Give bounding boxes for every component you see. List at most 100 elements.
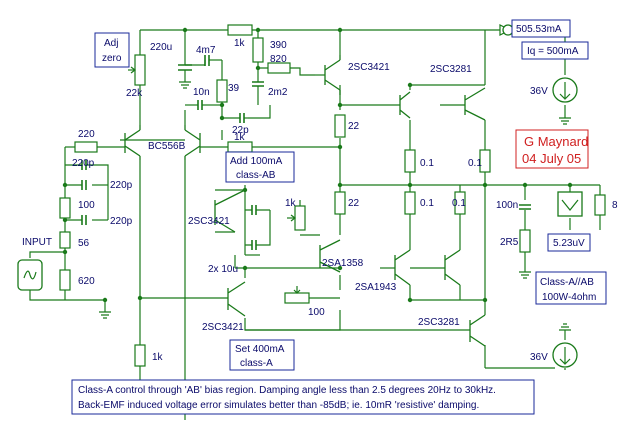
label-36v-bot: 36V bbox=[530, 352, 548, 363]
resistor-01-d bbox=[454, 191, 466, 215]
label-1k-mid: 1k bbox=[234, 132, 246, 143]
label-2sc3421-mid: 2SC3421 bbox=[188, 216, 230, 227]
label-36v-top: 36V bbox=[530, 86, 548, 97]
transistor-2sc3281-top-b bbox=[464, 87, 486, 121]
label-power-rating: 100W-4ohm bbox=[542, 292, 596, 303]
label-add-100ma: Add 100mA bbox=[230, 156, 283, 167]
resistor-2r5 bbox=[519, 229, 531, 253]
label-2sc3281-bot: 2SC3281 bbox=[418, 317, 460, 328]
resistor-220 bbox=[74, 141, 98, 153]
transistor-2sc3281-top-a bbox=[399, 91, 411, 119]
resistor-22-a bbox=[334, 114, 346, 138]
dc-source-top-icon bbox=[552, 77, 578, 103]
label-01-a: 0.1 bbox=[420, 158, 434, 169]
label-1k-pot: 1k bbox=[285, 198, 297, 209]
resistor-22k-pot bbox=[134, 54, 146, 86]
transistor-2sc3281-bot bbox=[245, 314, 486, 347]
dc-source-bottom-icon bbox=[552, 342, 578, 368]
label-2sa1358: 2SA1358 bbox=[322, 258, 364, 269]
ground-icon bbox=[99, 81, 571, 331]
resistor-22-b bbox=[334, 191, 346, 215]
label-class-a: class-A bbox=[240, 358, 273, 369]
label-class-ab: class-AB bbox=[236, 170, 276, 181]
label-01-c: 0.1 bbox=[420, 198, 434, 209]
label-8: 8 bbox=[612, 200, 618, 211]
label-22k: 22k bbox=[126, 88, 143, 99]
label-100-pot: 100 bbox=[308, 307, 325, 318]
label-10n: 10n bbox=[193, 87, 210, 98]
label-1k-top: 1k bbox=[234, 38, 246, 49]
transistor-bc556b-left bbox=[124, 125, 141, 160]
label-2sa1943: 2SA1943 bbox=[355, 282, 397, 293]
label-22-b: 22 bbox=[348, 198, 360, 209]
label-2sc3421-bot: 2SC3421 bbox=[202, 322, 244, 333]
label-class-a-ab: Class-A//AB bbox=[540, 277, 594, 288]
label-820: 820 bbox=[270, 54, 287, 65]
label-22p: 22p bbox=[232, 125, 249, 136]
transistor-2sa1943-a bbox=[394, 249, 411, 286]
ammeter-reading: 505.53mA bbox=[516, 24, 562, 35]
resistor-01-b bbox=[479, 149, 491, 173]
label-input: INPUT bbox=[22, 237, 52, 248]
author-name: G Maynard bbox=[524, 134, 588, 149]
label-56: 56 bbox=[78, 238, 90, 249]
voltmeter-icon bbox=[557, 191, 583, 217]
label-220p-c: 220p bbox=[110, 216, 133, 227]
resistor-820 bbox=[267, 62, 291, 74]
label-01-b: 0.1 bbox=[468, 158, 482, 169]
label-220u: 220u bbox=[150, 42, 172, 53]
label-2x10u: 2x 10u bbox=[208, 264, 238, 275]
annotation-boxes: Adj zero 505.53mA Iq = 500mA Add 100mA c… bbox=[94, 19, 607, 371]
iq-label: Iq = 500mA bbox=[527, 46, 579, 57]
label-2sc3421-top: 2SC3421 bbox=[348, 62, 390, 73]
voltmeter-reading: 5.23uV bbox=[553, 238, 585, 249]
transistor-2sc3421-top bbox=[315, 55, 341, 95]
label-620: 620 bbox=[78, 276, 95, 287]
label-220p-a: 220p bbox=[72, 158, 95, 169]
resistor-56 bbox=[59, 231, 71, 249]
label-set-400ma: Set 400mA bbox=[235, 344, 285, 355]
label-1k-bot: 1k bbox=[152, 352, 164, 363]
component-labels: 22k 220u 4m7 1k 390 820 2SC3421 2SC3281 … bbox=[22, 38, 618, 363]
resistor-1k-mid bbox=[227, 141, 253, 153]
sources bbox=[17, 24, 583, 368]
resistor-390 bbox=[252, 37, 264, 63]
resistor-1k-bot bbox=[134, 344, 146, 367]
ammeter-icon bbox=[499, 24, 514, 36]
label-01-d: 0.1 bbox=[452, 198, 466, 209]
label-2m2: 2m2 bbox=[268, 87, 288, 98]
label-4m7: 4m7 bbox=[196, 45, 216, 56]
label-100: 100 bbox=[78, 200, 95, 211]
label-39: 39 bbox=[228, 83, 240, 94]
input-source-icon bbox=[17, 259, 43, 291]
label-390: 390 bbox=[270, 40, 287, 51]
resistor-01-c bbox=[404, 191, 416, 215]
label-2sc3281-top: 2SC3281 bbox=[430, 64, 472, 75]
note-line-2: Back-EMF induced voltage error simulates… bbox=[78, 400, 479, 411]
label-22-a: 22 bbox=[348, 121, 360, 132]
transistor-2sa1358 bbox=[319, 239, 341, 273]
transistors bbox=[124, 55, 486, 347]
resistor-620 bbox=[59, 269, 71, 291]
label-220: 220 bbox=[78, 129, 95, 140]
resistor-100 bbox=[59, 197, 71, 219]
label-100n: 100n bbox=[496, 200, 518, 211]
resistor-39 bbox=[216, 79, 228, 103]
transistor-2sc3421-mid bbox=[214, 189, 246, 233]
transistor-bc556b-right bbox=[184, 125, 201, 160]
resistor-1k-pot bbox=[294, 205, 306, 231]
label-adj: Adj bbox=[104, 38, 118, 49]
resistor-1k-top bbox=[227, 24, 253, 36]
resistors bbox=[59, 24, 606, 367]
junctions bbox=[62, 27, 573, 303]
author-date: 04 July 05 bbox=[522, 151, 581, 166]
label-zero: zero bbox=[102, 53, 122, 64]
resistor-8 bbox=[594, 194, 606, 216]
note-line-1: Class-A control through 'AB' bias region… bbox=[78, 385, 496, 396]
resistor-100-pot bbox=[284, 292, 310, 304]
label-2r5: 2R5 bbox=[500, 237, 519, 248]
resistor-01-a bbox=[404, 149, 416, 173]
label-220p-b: 220p bbox=[110, 180, 133, 191]
transistor-2sc3421-bot bbox=[227, 281, 246, 317]
